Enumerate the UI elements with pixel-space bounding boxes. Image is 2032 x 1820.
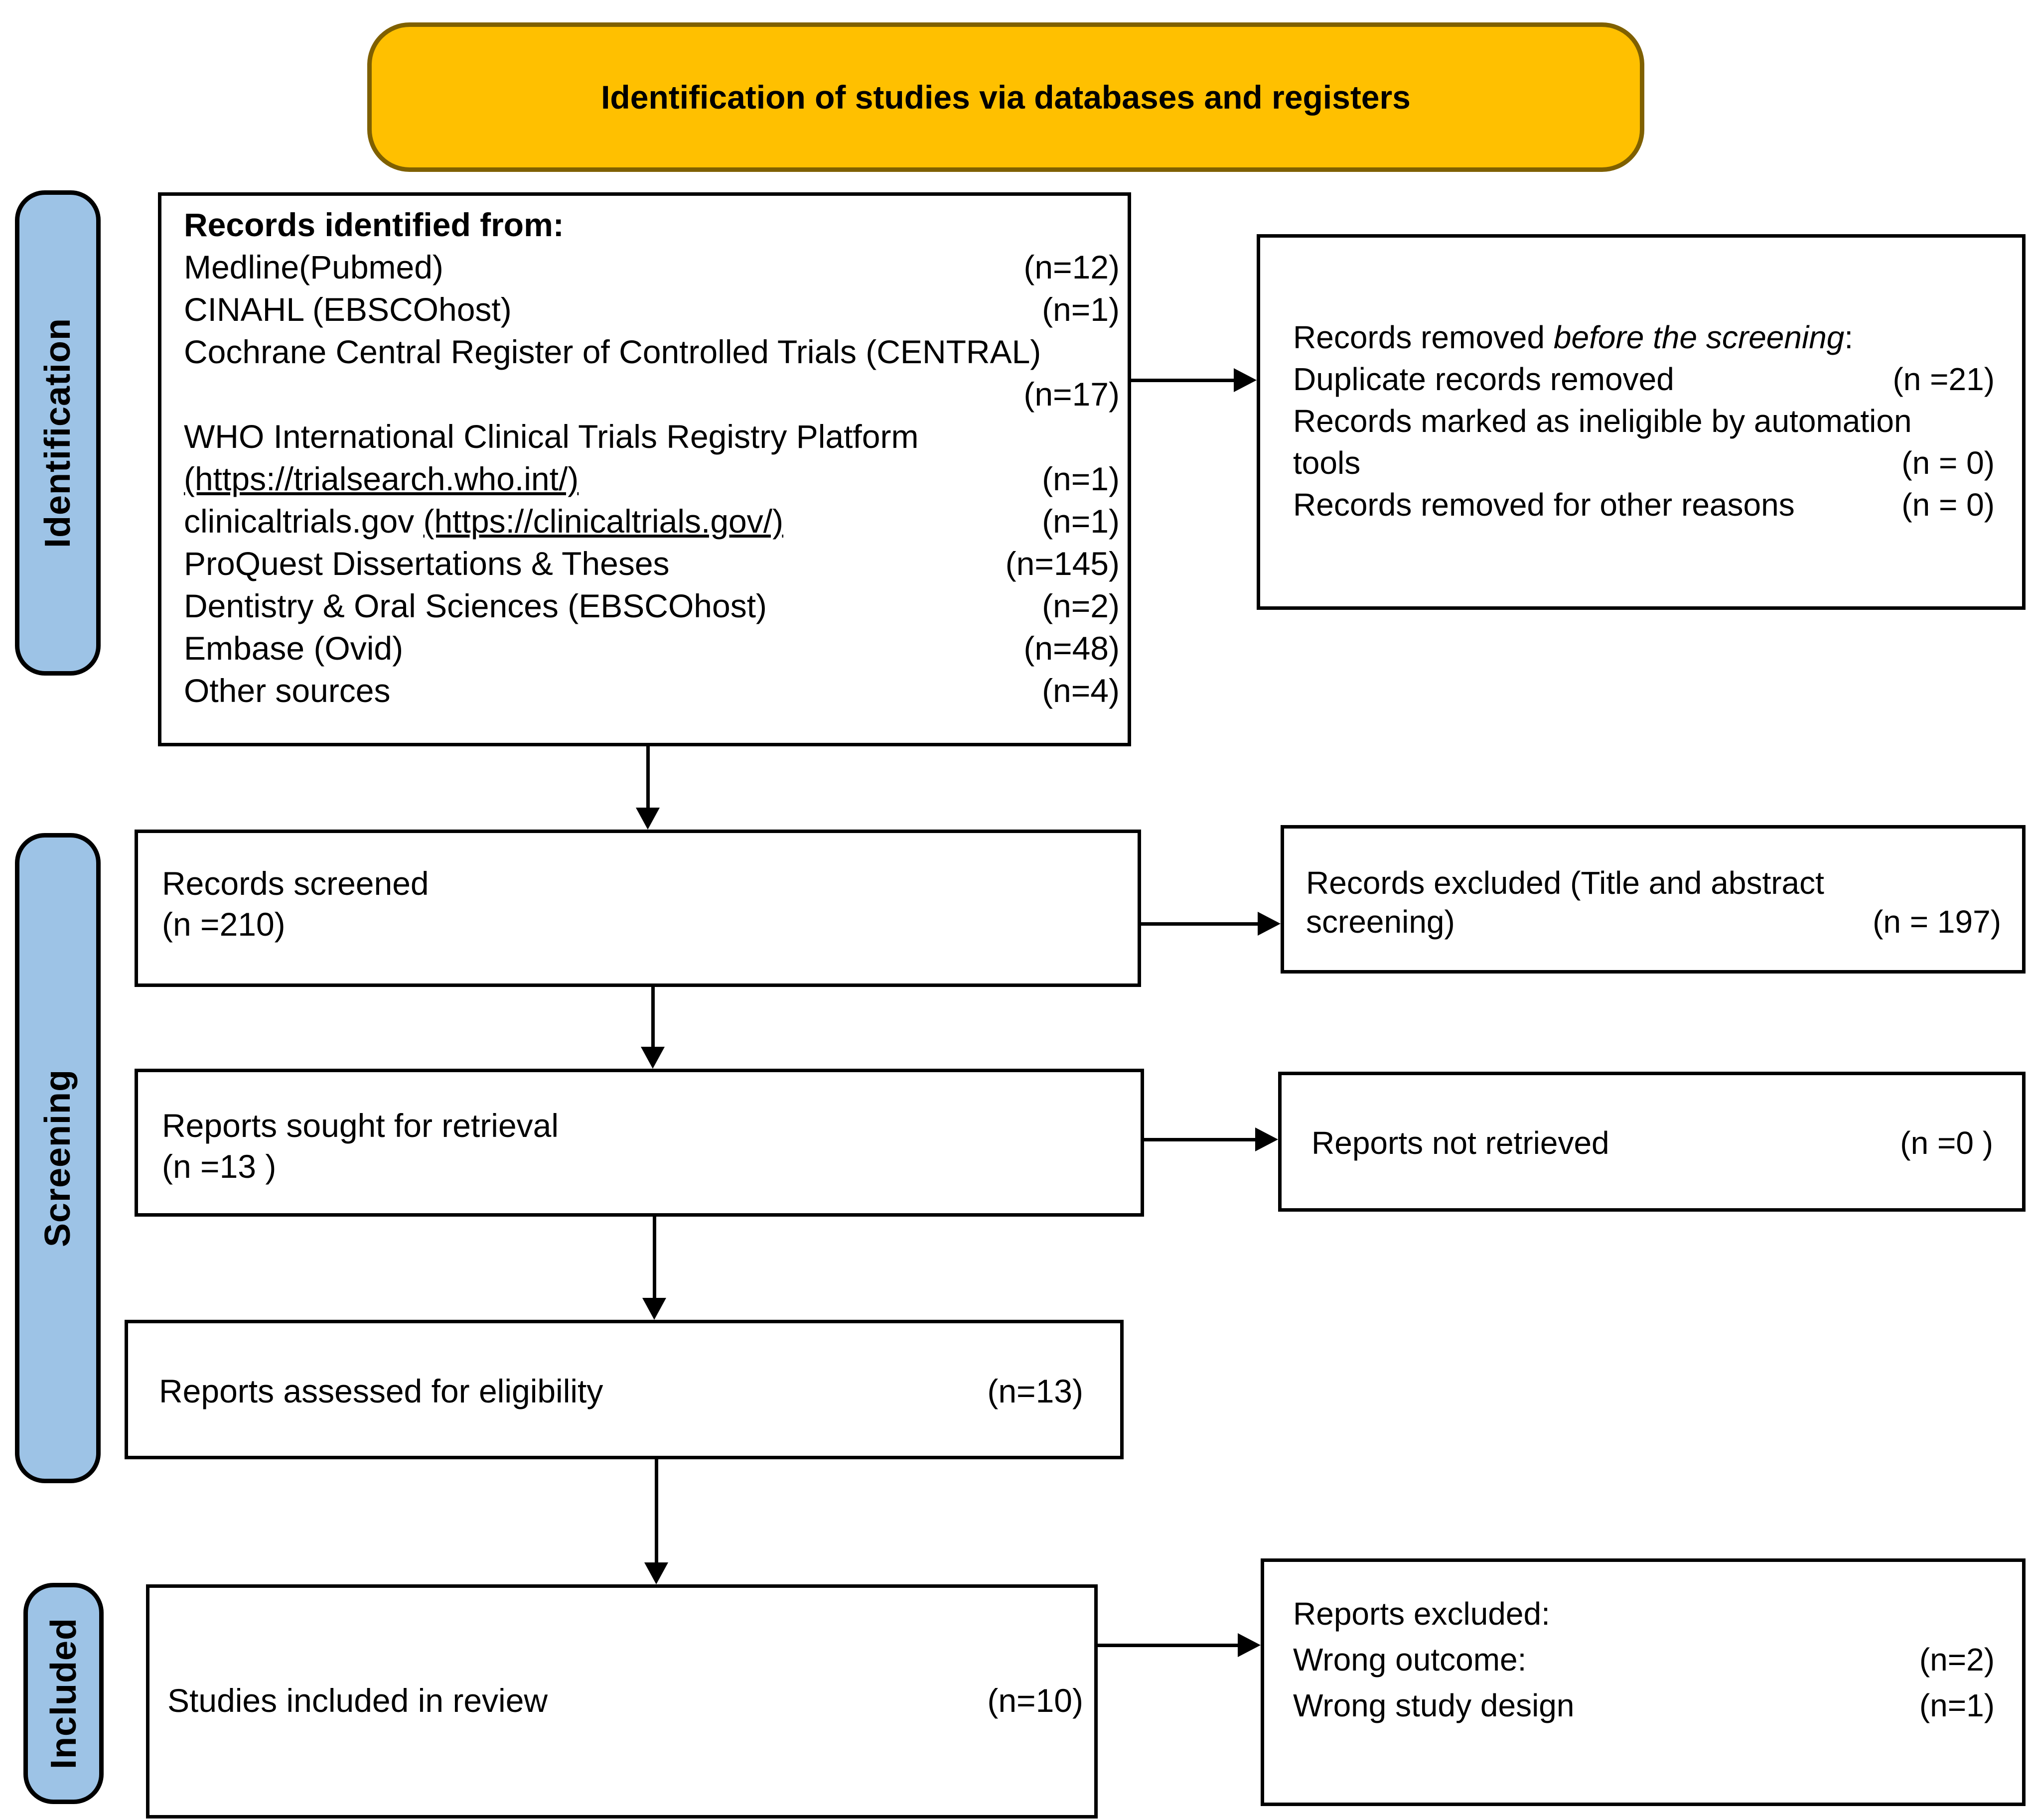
count-value: (n=10) bbox=[987, 1682, 1083, 1719]
arrow-right-icon bbox=[1255, 1127, 1278, 1151]
stage-label-included-text: Included bbox=[43, 1617, 84, 1769]
arrow-right-icon bbox=[1258, 912, 1281, 936]
arrow-screened-to-excluded-line bbox=[1141, 922, 1259, 926]
count-value: (n = 0) bbox=[1901, 487, 1995, 523]
arrow-assessed-to-included-line bbox=[655, 1459, 658, 1564]
count-value: (n=1) bbox=[1042, 503, 1120, 540]
records-identified-title: Records identified from: bbox=[184, 206, 564, 243]
list-item: CINAHL (EBSCOhost) (n=1) bbox=[184, 288, 1120, 331]
studies-included-row: Studies included in review (n=10) bbox=[167, 1680, 1083, 1722]
arrow-identified-to-screened-line bbox=[646, 746, 650, 810]
records-screened-box: Records screened (n =210) bbox=[135, 830, 1141, 987]
list-item: Wrong outcome: (n=2) bbox=[1293, 1637, 1995, 1682]
records-removed-title-row: Records removed before the screening: bbox=[1293, 319, 1854, 355]
stage-label-identification: Identification bbox=[15, 190, 101, 676]
stage-label-screening: Screening bbox=[15, 833, 101, 1483]
arrow-included-to-reportsexcluded-line bbox=[1098, 1644, 1240, 1647]
count-value: (n =21) bbox=[1892, 361, 1995, 397]
arrow-down-icon bbox=[642, 1298, 666, 1320]
count-value: (n =0 ) bbox=[1900, 1125, 1993, 1161]
records-identified-title-row: Records identified from: bbox=[184, 204, 1120, 246]
diagram-title: Identification of studies via databases … bbox=[601, 79, 1411, 116]
arrow-identified-to-removed-line bbox=[1131, 379, 1236, 382]
arrow-sought-to-assessed-line bbox=[653, 1217, 656, 1300]
list-item: Records marked as ineligible by automati… bbox=[1293, 403, 1912, 439]
count-value: (n=2) bbox=[1042, 587, 1120, 624]
stage-label-included: Included bbox=[23, 1583, 104, 1804]
stage-label-screening-text: Screening bbox=[38, 1069, 78, 1248]
list-item: Dentistry & Oral Sciences (EBSCOhost) (n… bbox=[184, 585, 1120, 627]
count-value: (n=2) bbox=[1919, 1642, 1995, 1678]
list-item: Records removed for other reasons (n = 0… bbox=[1293, 484, 1995, 526]
arrow-down-icon bbox=[636, 808, 660, 830]
list-item: ProQuest Dissertations & Theses (n=145) bbox=[184, 543, 1120, 585]
count-value: (n=12) bbox=[1023, 249, 1120, 285]
reports-assessed-box: Reports assessed for eligibility (n=13) bbox=[125, 1320, 1124, 1459]
count-value: (n=17) bbox=[1023, 376, 1120, 413]
reports-sought-label: Reports sought for retrieval bbox=[162, 1107, 559, 1144]
studies-included-box: Studies included in review (n=10) bbox=[146, 1584, 1098, 1819]
count-value: (n=1) bbox=[1042, 460, 1120, 497]
count-value: (n=13) bbox=[987, 1373, 1083, 1409]
list-item: (n=17) bbox=[184, 373, 1120, 416]
arrow-sought-to-notretrieved-line bbox=[1144, 1138, 1257, 1141]
diagram-title-banner: Identification of studies via databases … bbox=[367, 22, 1644, 172]
list-item: Other sources (n=4) bbox=[184, 670, 1120, 712]
records-excluded-box: Records excluded (Title and abstract scr… bbox=[1281, 825, 2026, 974]
count-value: (n = 197) bbox=[1873, 904, 2001, 940]
count-value: (n=1) bbox=[1042, 291, 1120, 328]
list-item: Wrong study design (n=1) bbox=[1293, 1682, 1995, 1728]
italic-phrase: before the screening bbox=[1553, 319, 1845, 355]
count-value: (n =210) bbox=[162, 906, 286, 943]
count-value: (n=4) bbox=[1042, 672, 1120, 709]
reports-excluded-title: Reports excluded: bbox=[1293, 1596, 1550, 1632]
list-item: tools (n = 0) bbox=[1293, 442, 1995, 484]
arrow-right-icon bbox=[1238, 1633, 1261, 1657]
trialsearch-link: (https://trialsearch.who.int/) bbox=[184, 460, 579, 497]
list-item: Embase (Ovid) (n=48) bbox=[184, 627, 1120, 670]
records-screened-label: Records screened bbox=[162, 865, 429, 902]
reports-not-retrieved-box: Reports not retrieved (n =0 ) bbox=[1278, 1072, 2026, 1212]
arrow-down-icon bbox=[641, 1047, 665, 1069]
list-item: Cochrane Central Register of Controlled … bbox=[184, 333, 1041, 370]
count-value: (n=1) bbox=[1919, 1687, 1995, 1723]
records-removed-box: Records removed before the screening: Du… bbox=[1257, 234, 2026, 610]
arrow-down-icon bbox=[644, 1562, 668, 1584]
records-excluded-label-line2-row: screening) (n = 197) bbox=[1306, 902, 2001, 941]
count-value: (n = 0) bbox=[1901, 445, 1995, 481]
count-value: (n=145) bbox=[1005, 545, 1120, 582]
reports-assessed-row: Reports assessed for eligibility (n=13) bbox=[159, 1370, 1083, 1412]
records-identified-box: Records identified from: Medline(Pubmed)… bbox=[158, 192, 1131, 746]
count-value: (n =13 ) bbox=[162, 1148, 277, 1185]
arrow-right-icon bbox=[1234, 368, 1257, 392]
list-item: Duplicate records removed (n =21) bbox=[1293, 358, 1995, 400]
list-item: WHO International Clinical Trials Regist… bbox=[184, 418, 919, 455]
list-item: (https://trialsearch.who.int/) (n=1) bbox=[184, 458, 1120, 500]
clinicaltrials-link: (https://clinicaltrials.gov/) bbox=[423, 503, 784, 540]
list-item: clinicaltrials.gov (https://clinicaltria… bbox=[184, 500, 1120, 543]
count-value: (n=48) bbox=[1023, 630, 1120, 667]
reports-sought-box: Reports sought for retrieval (n =13 ) bbox=[135, 1069, 1144, 1217]
stage-label-identification-text: Identification bbox=[38, 318, 78, 548]
records-excluded-label-line1: Records excluded (Title and abstract bbox=[1306, 865, 1824, 901]
reports-not-retrieved-row: Reports not retrieved (n =0 ) bbox=[1311, 1122, 1993, 1164]
list-item: Medline(Pubmed) (n=12) bbox=[184, 246, 1120, 288]
arrow-screened-to-sought-line bbox=[651, 987, 655, 1049]
reports-excluded-box: Reports excluded: Wrong outcome: (n=2) W… bbox=[1261, 1558, 2026, 1806]
